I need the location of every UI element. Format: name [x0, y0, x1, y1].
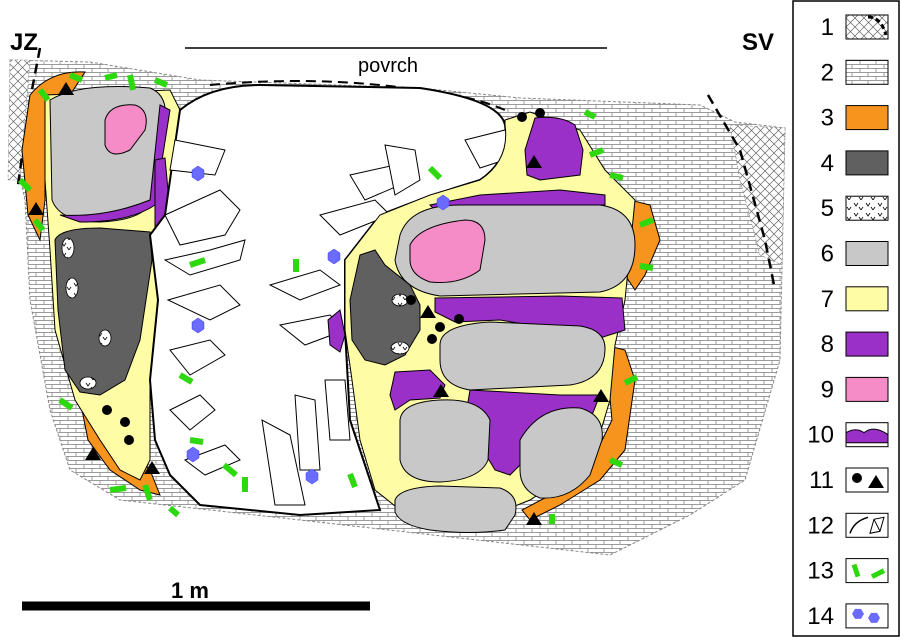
blue-hexagons [186, 165, 450, 485]
legend-swatch-light-gray-fill [845, 241, 889, 266]
legend-swatch-brick-pattern [845, 59, 889, 85]
legend-item-13: 13 [807, 558, 889, 585]
legend-swatch-purple-crust [845, 422, 889, 448]
surface-label: povrch [358, 55, 418, 77]
green-dash-markers [17, 72, 655, 524]
legend-swatch-v-pattern [845, 195, 889, 221]
legend-number: 9 [821, 376, 834, 403]
legend-item-11: 11 [809, 467, 889, 494]
legend-item-12: 12 [807, 512, 889, 539]
legend-number: 3 [821, 105, 834, 132]
legend-item-1: 1 [821, 14, 889, 41]
legend-number: 11 [809, 467, 834, 494]
legend-item-3: 3 [821, 105, 889, 132]
legend-number: 5 [821, 195, 834, 222]
orientation-ne-label: SV [742, 29, 774, 56]
legend-number: 4 [821, 150, 834, 177]
legend-number: 8 [821, 331, 834, 358]
right-wall-zones [327, 111, 661, 533]
legend-swatch-pink-fill [845, 376, 889, 402]
left-wall-zones [21, 71, 181, 496]
legend-number: 1 [821, 14, 834, 41]
legend-item-7: 7 [821, 286, 889, 313]
legend-swatch-dot-and-triangle [845, 467, 889, 493]
legend-swatch-pale-yellow-fill [845, 286, 889, 312]
legend-item-8: 8 [821, 331, 889, 358]
quartz-crystals [163, 129, 521, 506]
legend-item-10: 10 [807, 422, 889, 449]
legend-swatch-crystal-outline [845, 512, 889, 538]
legend-swatch-crosshatch-with-dashed-line [845, 14, 889, 40]
legend-swatch-blue-hexagons [845, 603, 889, 629]
legend-item-14: 14 [807, 603, 889, 630]
legend-item-2: 2 [821, 59, 889, 86]
legend-number: 2 [821, 59, 834, 86]
crosshatch-zone-right [729, 124, 786, 266]
legend-number: 7 [821, 286, 834, 313]
legend-number: 12 [807, 512, 834, 539]
legend-number: 6 [821, 241, 834, 268]
legend-swatch-green-dashes [845, 558, 889, 584]
legend-swatch-dark-gray-fill [845, 150, 889, 176]
legend-frame [792, 0, 900, 637]
legend-number: 14 [807, 603, 834, 630]
legend-number: 10 [807, 422, 834, 449]
scale-label: 1 m [171, 578, 209, 603]
legend-item-5: 5 [821, 195, 889, 222]
orientation-sw-label: JZ [10, 29, 38, 56]
legend-swatch-purple-fill [845, 331, 889, 357]
legend-item-4: 4 [821, 150, 889, 177]
legend-item-9: 9 [821, 376, 889, 403]
legend-number: 13 [807, 558, 834, 585]
contact-line-right [706, 94, 777, 291]
dots-and-triangles [28, 82, 609, 525]
legend-item-6: 6 [821, 241, 889, 268]
surface-dashed-line [209, 80, 506, 111]
legend-swatch-orange-fill [845, 105, 889, 131]
